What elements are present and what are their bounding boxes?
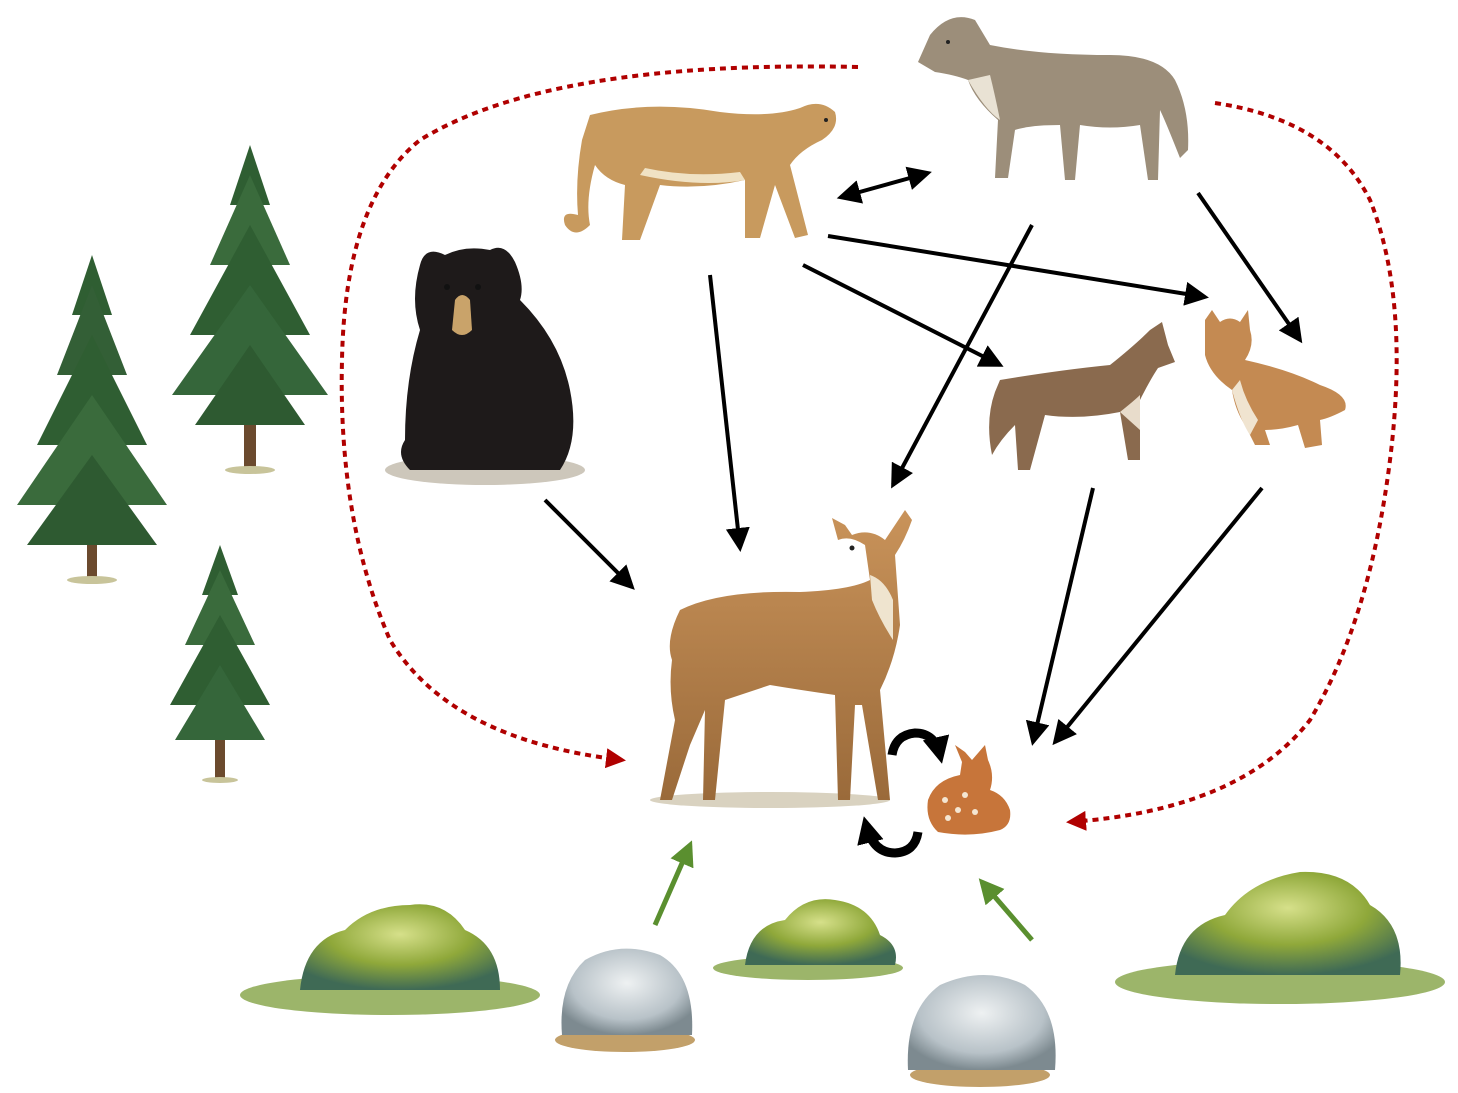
deer-adult — [650, 510, 912, 808]
arrow-wolf-to-deer — [893, 225, 1032, 485]
arrow-cougar-to-deer — [710, 275, 740, 548]
arrow-bear-to-deer — [545, 500, 632, 587]
arrow-wolf-to-fawn-indirect — [1070, 103, 1397, 822]
arrow-cougar-to-bobcat — [828, 236, 1205, 297]
bobcat — [1205, 310, 1346, 448]
black-bear — [385, 248, 585, 485]
fawn — [927, 745, 1010, 835]
conifer-tree-3 — [170, 545, 270, 783]
green-shrub-3 — [1115, 872, 1445, 1004]
arrow-cougar-wolf-bidirectional — [856, 173, 928, 193]
green-shrub-2 — [713, 899, 903, 980]
cougar — [564, 104, 836, 240]
sagebrush-1 — [555, 949, 695, 1052]
conifer-tree-2 — [172, 145, 328, 474]
cycle-arrow-lower — [866, 825, 918, 853]
sagebrush-2 — [908, 975, 1056, 1087]
coyote — [989, 322, 1175, 470]
arrow-cougar-to-coyote — [803, 265, 1000, 365]
wolf — [918, 17, 1188, 180]
conifer-tree-1 — [17, 255, 167, 584]
cycle-arrow-upper — [892, 733, 940, 755]
arrow-sagebrush-to-deer — [655, 845, 690, 925]
arrow-sagebrush-to-fawn — [982, 882, 1032, 940]
green-shrub-1 — [240, 904, 540, 1015]
